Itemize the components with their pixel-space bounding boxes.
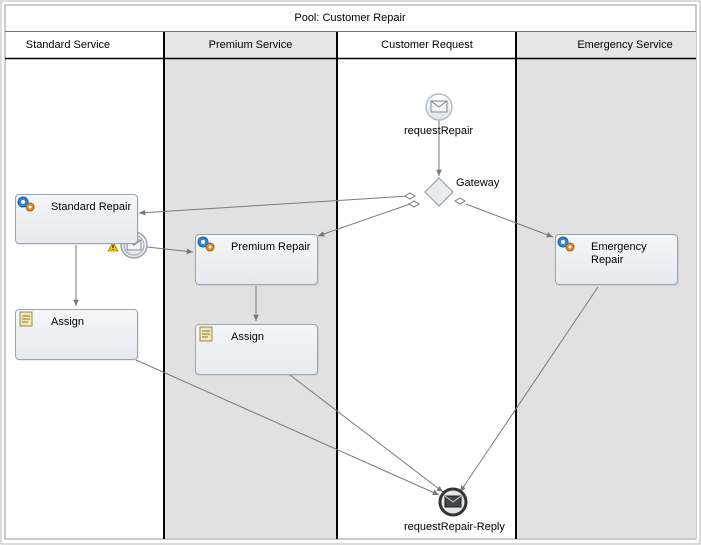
task-assign-standard[interactable]: Assign — [15, 309, 138, 360]
task-label: Assign — [231, 331, 265, 343]
task-premium-repair[interactable]: Premium Repair — [195, 234, 318, 285]
lane-header-bg-premium — [165, 32, 336, 58]
lane-header-bg-emergency — [517, 32, 696, 58]
lane-bg-emergency — [517, 58, 696, 538]
lane-title-standard: Standard Service — [25, 39, 111, 51]
connector-source-marker — [408, 200, 420, 208]
task-label: Assign — [51, 316, 85, 328]
end-event-label: requestRepair-Reply — [404, 521, 505, 533]
warning-icon — [107, 241, 119, 252]
flow-timer-to-premium[interactable] — [146, 246, 194, 255]
flow-assign-standard-to-end[interactable] — [135, 359, 440, 496]
task-label: Emergency Repair — [591, 241, 647, 266]
lane-title-emergency: Emergency Service — [577, 39, 673, 51]
task-assign-premium[interactable]: Assign — [195, 324, 318, 375]
task-emergency-repair[interactable]: Emergency Repair — [555, 234, 678, 285]
task-label: Premium Repair — [231, 241, 311, 253]
flow-gateway-to-emergency[interactable] — [465, 203, 554, 238]
start-event[interactable] — [425, 93, 453, 121]
gateway-label: Gateway — [456, 177, 500, 189]
end-event[interactable] — [438, 487, 468, 517]
lane-title-premium: Premium Service — [208, 39, 293, 51]
connector-source-marker — [404, 192, 416, 200]
flow-gateway-to-standard[interactable] — [138, 195, 410, 216]
pool-title: Pool: Customer Repair — [294, 12, 406, 24]
script-icon — [199, 326, 213, 342]
task-label: Standard Repair — [51, 201, 132, 213]
gears-icon — [557, 236, 575, 252]
lane-title-customer-request: Customer Request — [381, 39, 473, 51]
gears-icon — [197, 236, 215, 252]
flow-assign-premium-to-end[interactable] — [289, 374, 444, 493]
script-icon — [19, 311, 33, 327]
start-event-label: requestRepair — [404, 125, 474, 137]
task-standard-repair[interactable]: Standard Repair — [15, 194, 138, 244]
connector-source-marker — [454, 197, 466, 205]
gears-icon — [17, 196, 35, 212]
lane-bg-premium — [165, 58, 336, 538]
gateway[interactable] — [424, 177, 454, 207]
flow-emergency-to-end[interactable] — [459, 286, 599, 493]
diamond-gateway-icon — [424, 177, 454, 207]
flow-gateway-to-premium[interactable] — [317, 202, 414, 237]
